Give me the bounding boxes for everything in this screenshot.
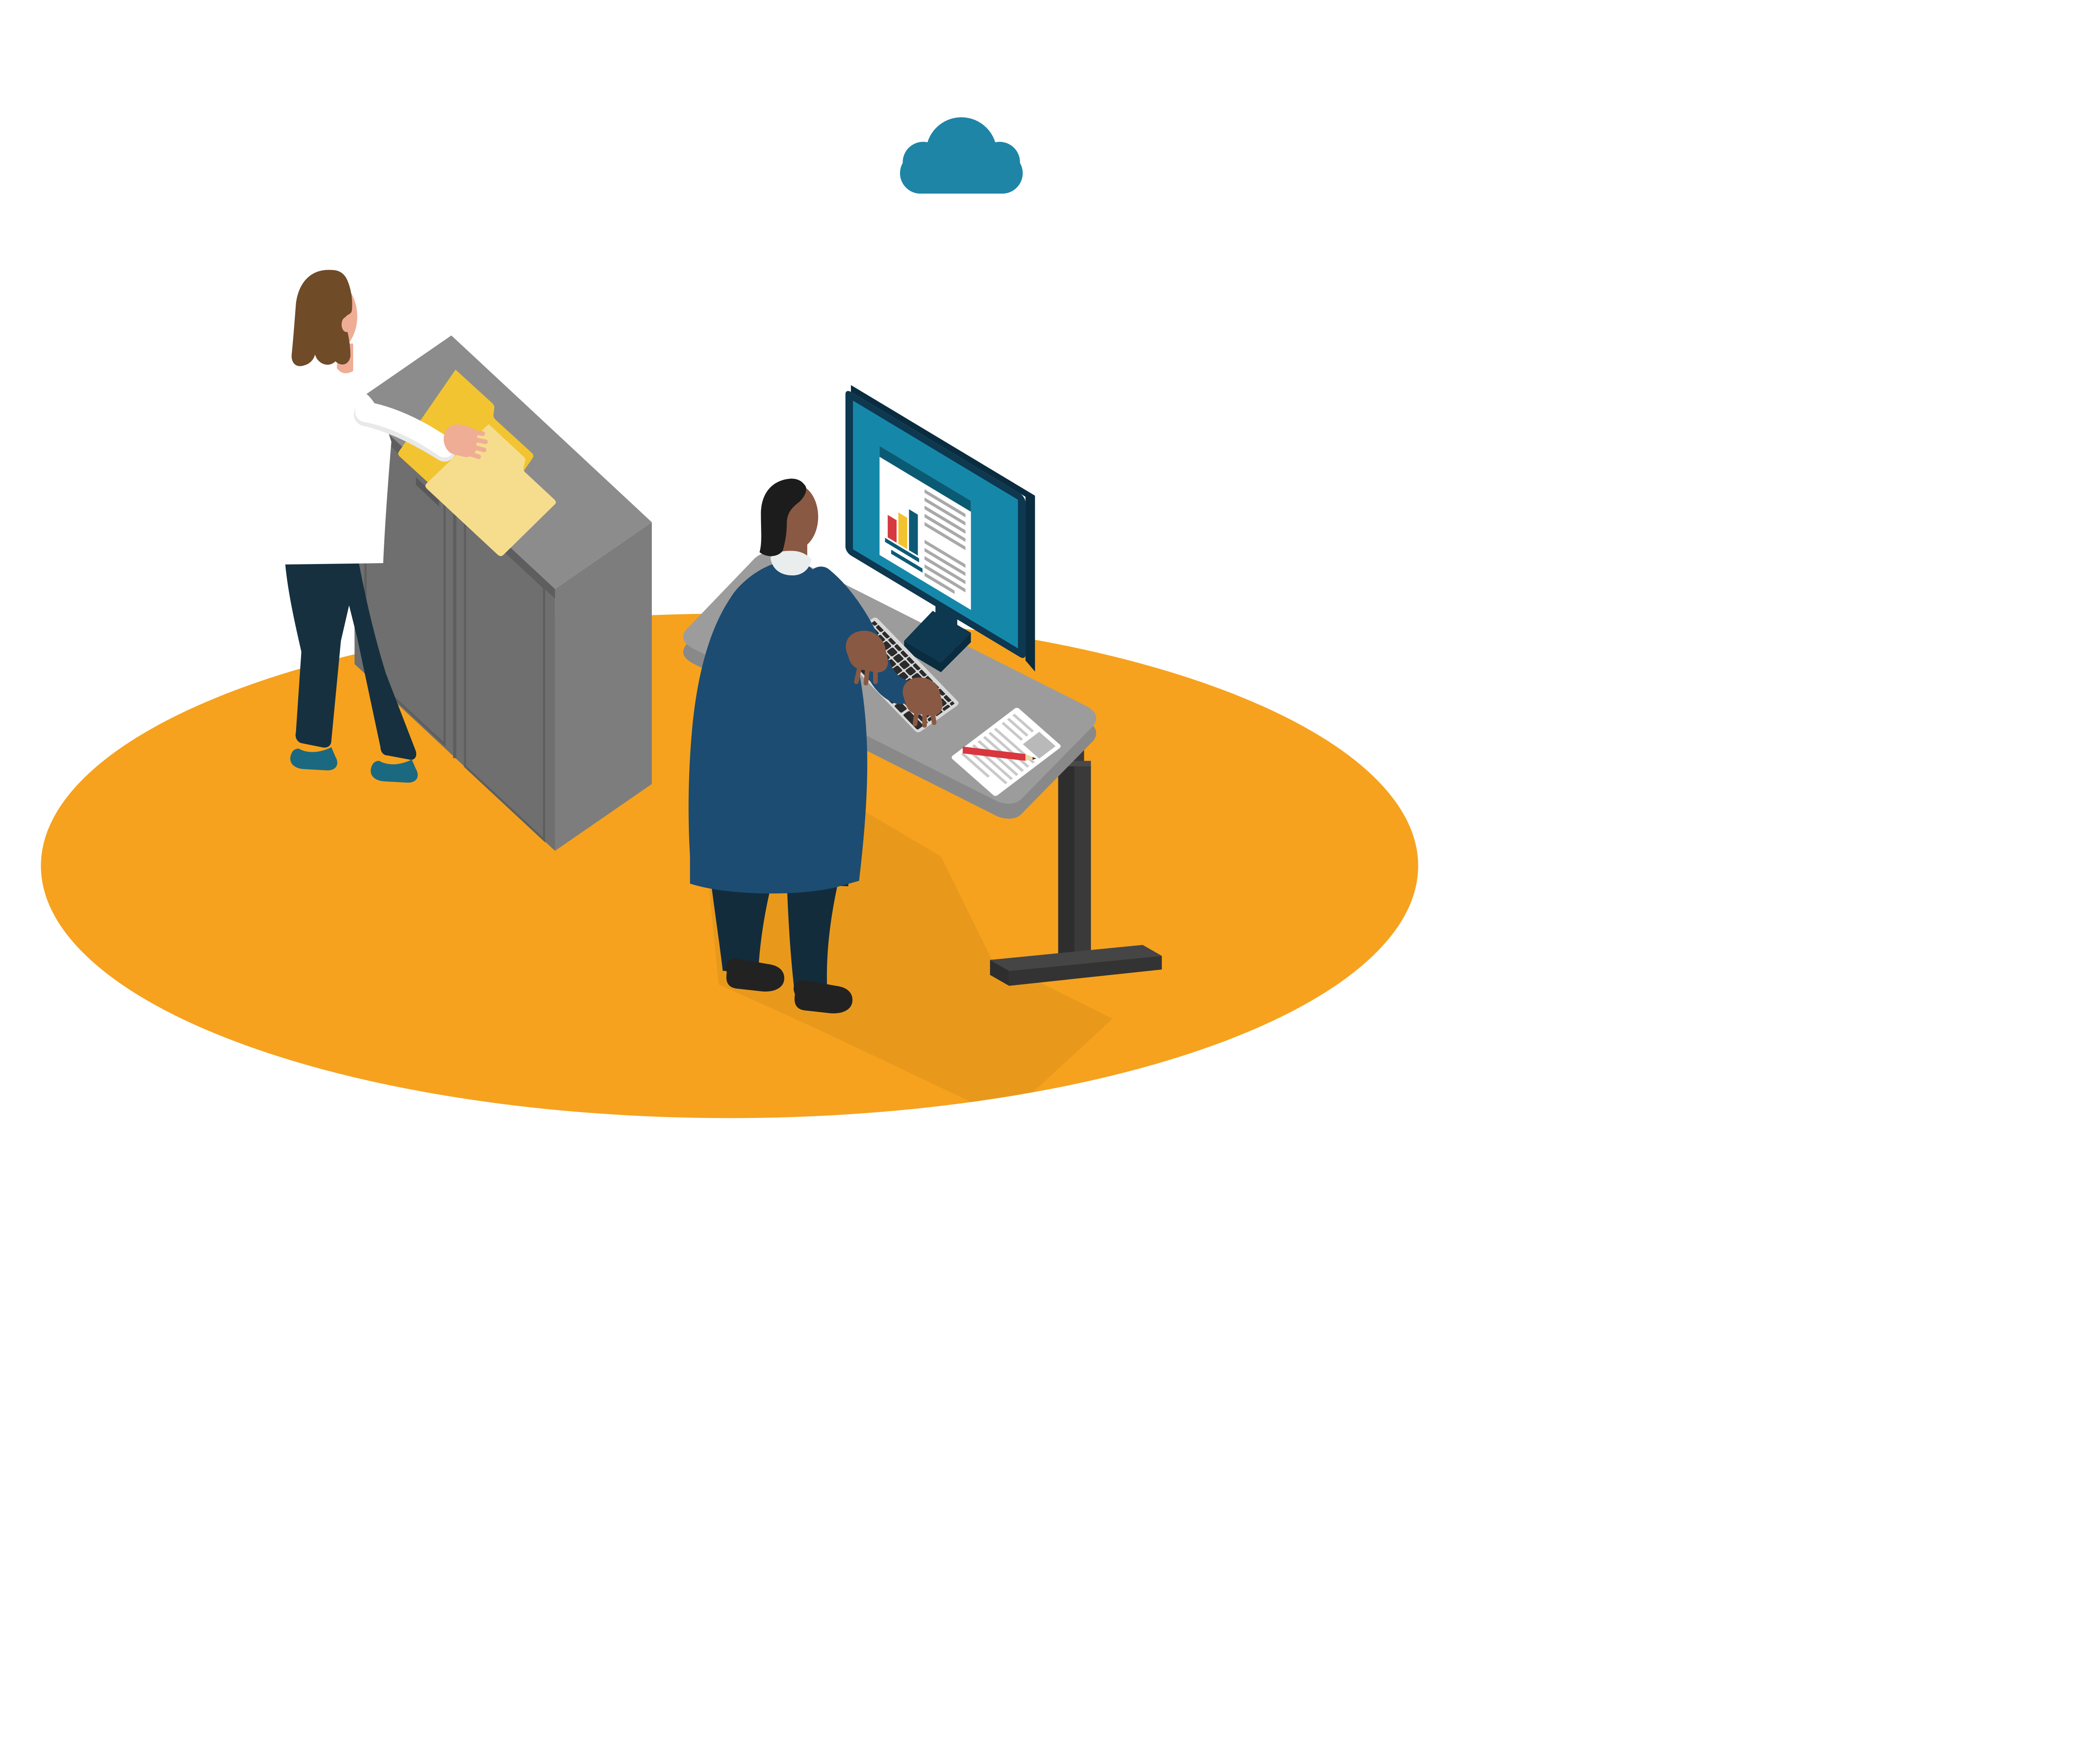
cabinet-handle-left: [416, 477, 439, 507]
desk-foot-left: [990, 960, 1009, 986]
office-illustration: [41, 117, 1418, 1118]
woman-pants: [285, 561, 417, 760]
chart-bar-teal: [909, 509, 918, 556]
monitor-screen-group: [845, 385, 1035, 672]
monitor-base-side: [904, 632, 971, 672]
paper-line: [1001, 722, 1023, 741]
woman-finger: [460, 449, 481, 459]
paper-line: [961, 753, 990, 778]
paper-line: [977, 740, 1018, 776]
chart-baseline-2: [891, 549, 923, 573]
man-leg-left: [710, 878, 773, 974]
woman-sleeve: [355, 401, 455, 458]
chart-bar-yellow: [898, 512, 908, 549]
woman-figure: [279, 270, 488, 783]
desk-foot-front: [1009, 955, 1162, 986]
folder-light-shape: [425, 424, 556, 556]
chart-bar-red: [887, 515, 897, 543]
man-hand-left: [845, 630, 888, 673]
man-fingers-right: [913, 711, 937, 728]
desk-foot-top: [990, 945, 1162, 971]
screen-text-line: [924, 514, 966, 542]
man-hand-right: [903, 677, 943, 716]
screen-text-line: [924, 572, 955, 594]
woman-finger: [462, 442, 487, 452]
man-leg-right: [787, 881, 837, 1000]
man-hair: [759, 478, 806, 556]
pencil-body: [963, 746, 1026, 761]
man-finger: [913, 711, 919, 727]
cloud-base: [900, 152, 1023, 194]
man-torso: [688, 561, 867, 894]
pencil-point: [1032, 757, 1037, 760]
window-titlebar: [879, 446, 971, 512]
folder-light: [425, 424, 556, 556]
desk-leg-lower-right: [1074, 766, 1091, 958]
paper-line: [966, 748, 1008, 784]
screen-text-line: [924, 489, 966, 518]
man-finger: [854, 667, 861, 684]
woman-shirt: [279, 380, 391, 565]
pencil: [963, 746, 1037, 761]
app-window: [879, 446, 971, 610]
man-ear: [796, 515, 808, 532]
woman-hair: [291, 270, 352, 366]
paper-line: [1012, 714, 1034, 732]
chart-baseline: [885, 538, 919, 563]
pencil-tip: [1025, 754, 1037, 761]
screen-text-line: [924, 497, 966, 526]
screen-text-line: [924, 540, 966, 568]
man-finger: [930, 711, 937, 725]
man-fingers-left: [854, 667, 878, 686]
woman-shoe-right: [370, 759, 418, 783]
woman-finger: [462, 435, 488, 444]
man-shoe-left: [725, 958, 785, 992]
paper-header-block: [1023, 732, 1056, 759]
screen-text-line: [924, 522, 966, 550]
cabinet-door-right-outline: [464, 512, 546, 842]
screen-text-line: [924, 564, 966, 593]
man-figure: [688, 478, 943, 1013]
man-shoe-right: [793, 980, 853, 1013]
monitor-base-top: [904, 611, 971, 663]
woman-finger: [461, 428, 485, 436]
monitor: [845, 385, 1035, 672]
man-collar: [770, 551, 811, 576]
woman-ear: [341, 317, 352, 332]
paper-line: [1007, 718, 1029, 737]
cabinet-side-face: [555, 522, 652, 851]
woman-shoe-left: [290, 747, 338, 771]
keyboard-key-mod: [895, 702, 907, 713]
screen-text-line: [924, 506, 966, 534]
monitor-frame-side: [850, 385, 1035, 672]
woman-fingers: [460, 428, 488, 459]
desk-leg-lower-left: [1058, 766, 1075, 958]
screen-text-line: [924, 556, 966, 585]
cloud-icon: [900, 117, 1023, 194]
screen-text-line: [924, 548, 966, 576]
man-finger: [864, 668, 870, 686]
screen-text-lines: [924, 489, 966, 594]
